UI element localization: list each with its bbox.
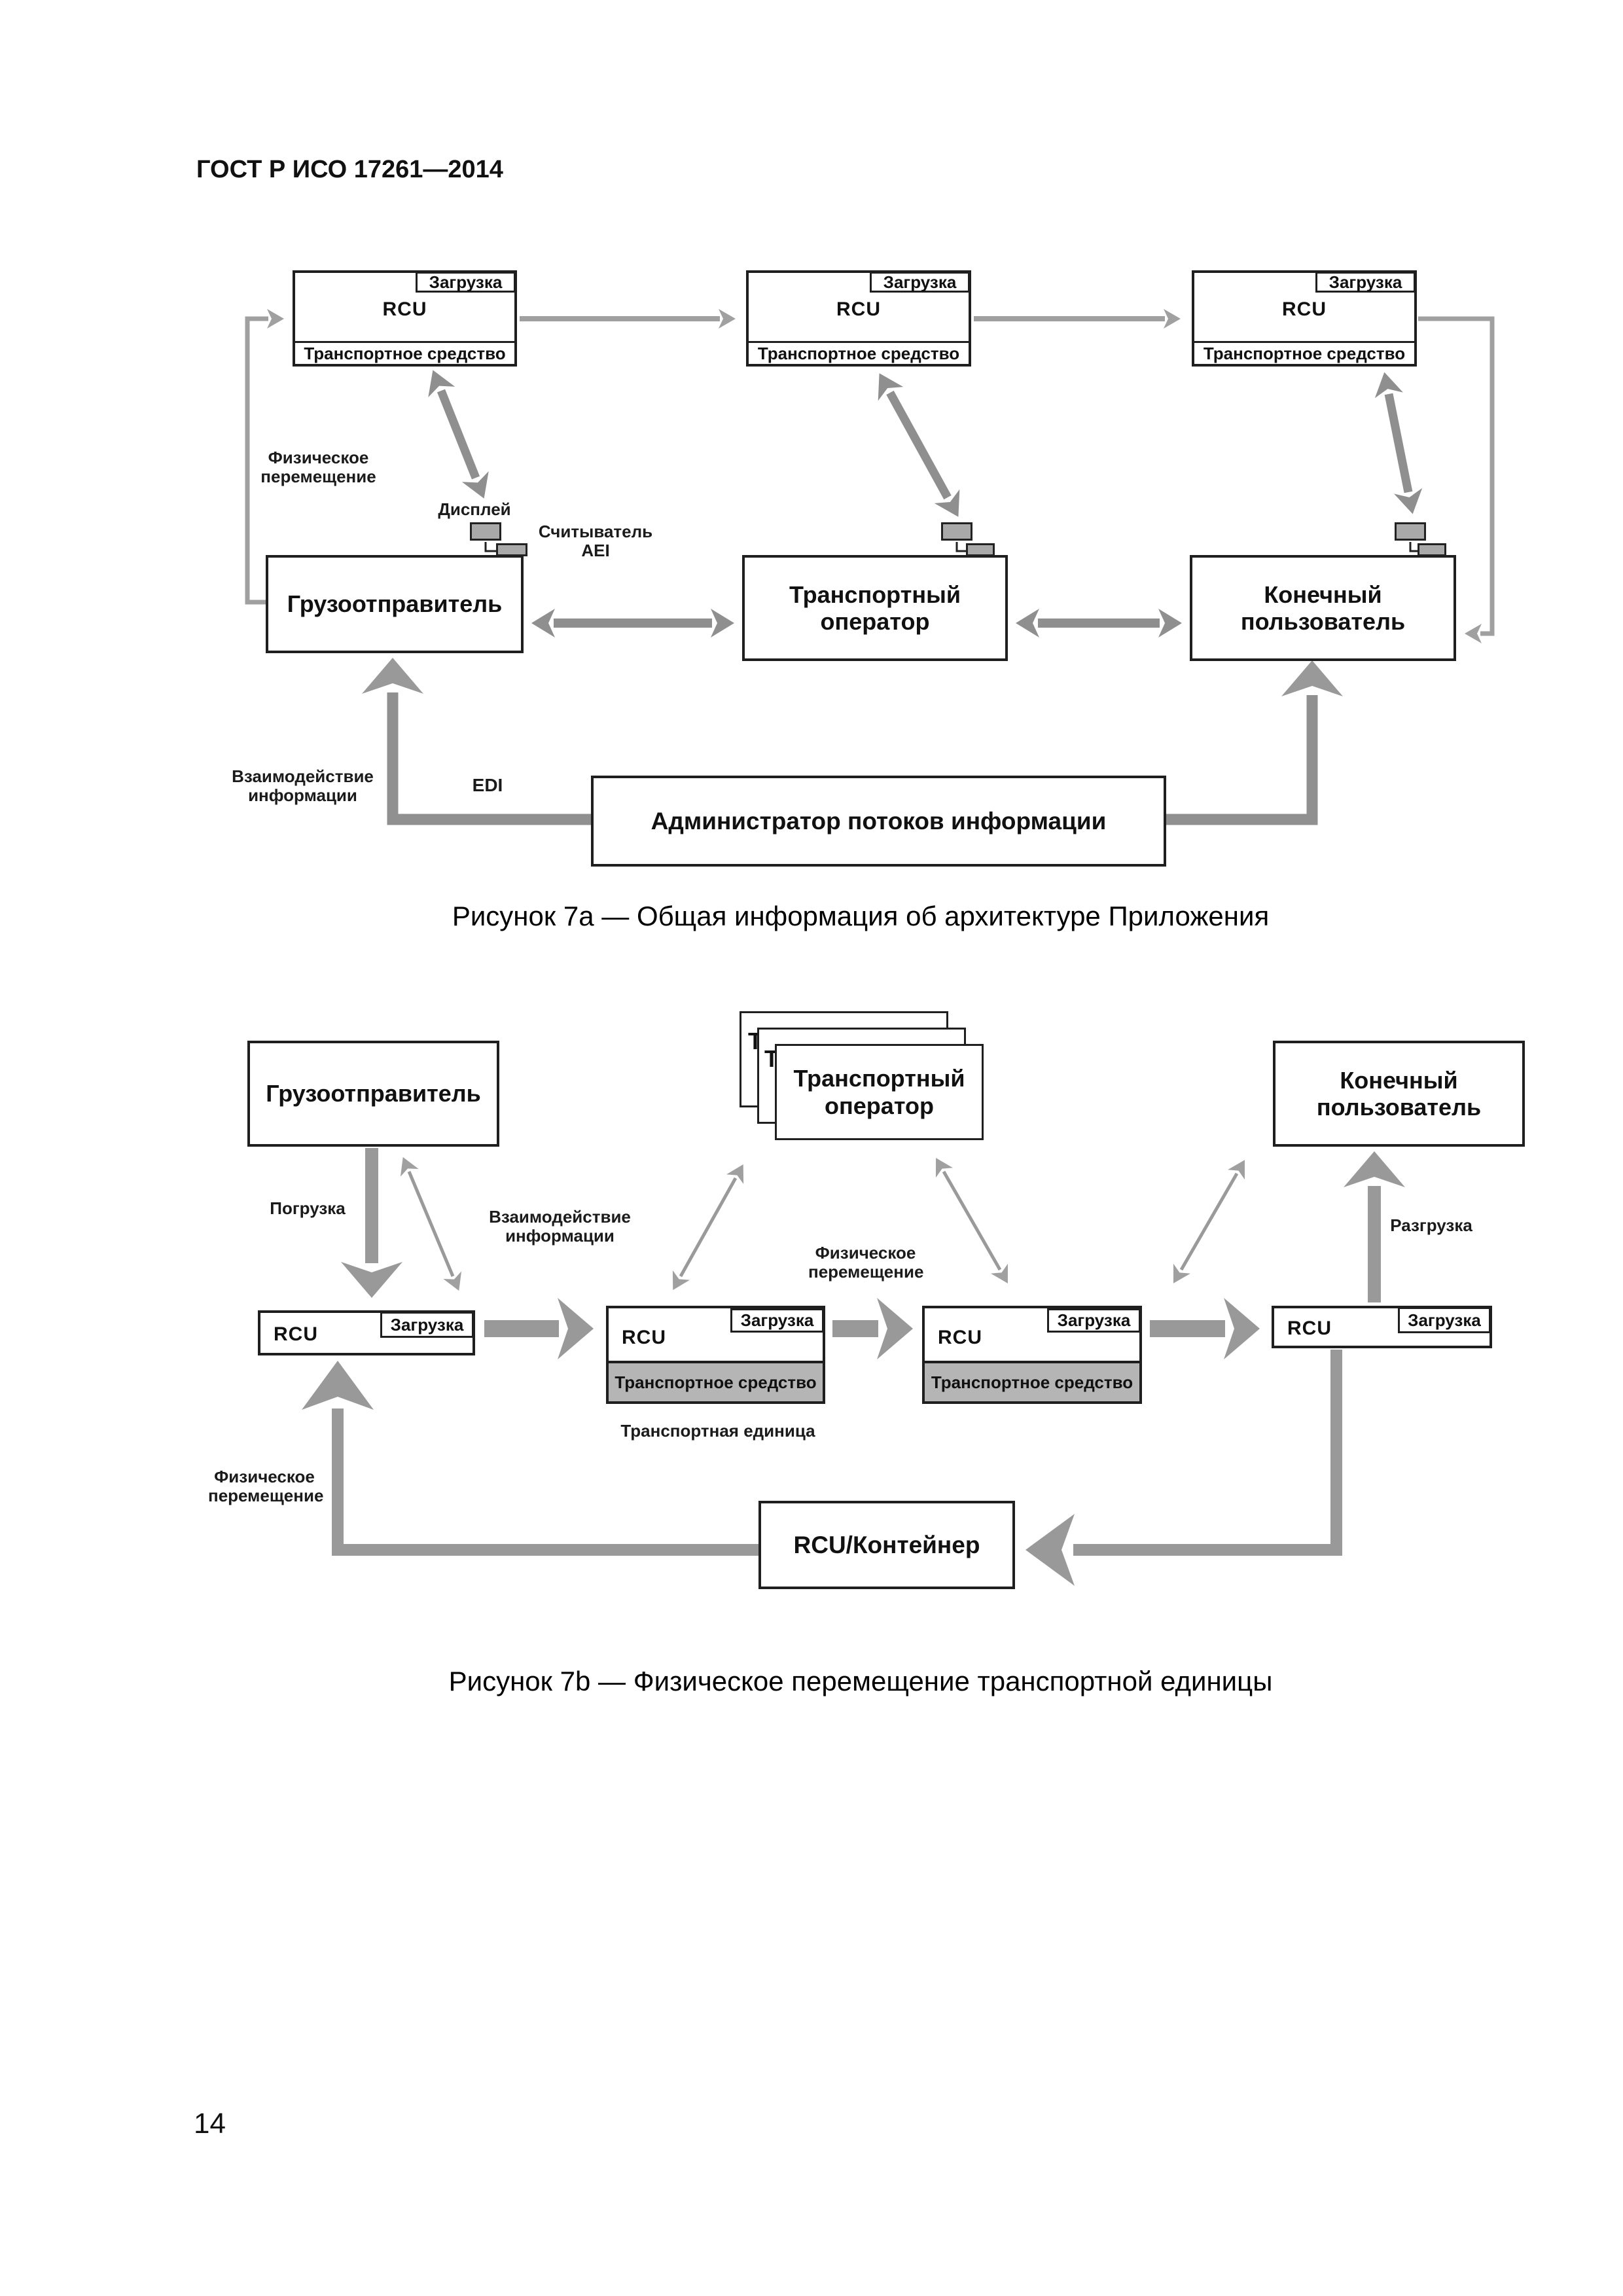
rcu-title: RCU: [938, 1327, 982, 1348]
display-icon-1: [470, 522, 501, 541]
load-tag: Загрузка: [380, 1312, 474, 1338]
arrow-rcu2-display-link: [878, 373, 960, 517]
arrow-edi-to-shipper: [362, 658, 591, 825]
operator-box: Транспортный оператор: [742, 555, 1008, 661]
label-display: Дисплей: [438, 499, 511, 519]
arrow-rcu3-display-link: [1374, 372, 1423, 514]
rcu-vehicle-box-7b-2: RCU Загрузка Транспортное средство: [606, 1306, 825, 1404]
rcu-vehicle-box-3: Загрузка RCU Транспортное средство: [1192, 270, 1417, 367]
load-tag: Загрузка: [416, 272, 516, 293]
label-aei-reader: Считыватель AEI: [538, 522, 653, 561]
page-number: 14: [194, 2108, 226, 2140]
rcu-title: RCU: [622, 1327, 666, 1348]
rcu-title: RCU: [836, 298, 881, 320]
figure-7b-caption: Рисунок 7b — Физическое перемещение тран…: [448, 1666, 1273, 1696]
label-transport-unit: Транспортная единица: [620, 1421, 815, 1441]
arrow-rcu1-display-link: [428, 370, 489, 499]
shipper-box-7b: Грузоотправитель: [247, 1041, 499, 1147]
load-tag: Загрузка: [730, 1308, 824, 1333]
vehicle-strip: Транспортное средство: [1194, 341, 1414, 364]
arrow-info-operator-rcu3: [935, 1158, 1008, 1283]
label-physical-movement-left: Физическое перемещение: [208, 1467, 324, 1506]
label-information-interaction-7a: Взаимодействие информации: [232, 766, 374, 806]
page-header: ГОСТ Р ИСО 17261—2014: [196, 156, 503, 183]
label-information-interaction-7b: Взаимодействие информации: [489, 1207, 631, 1246]
label-physical-movement-7a: Физическое перемещение: [260, 448, 376, 487]
rcu-vehicle-box-7b-3: RCU Загрузка Транспортное средство: [922, 1306, 1142, 1404]
load-tag: Загрузка: [1315, 272, 1416, 293]
aei-reader-icon-2: [966, 543, 995, 556]
arrow-info-operator-rcu2: [672, 1164, 744, 1290]
shipper-box: Грузоотправитель: [266, 555, 524, 653]
vehicle-strip: Транспортное средство: [749, 341, 969, 364]
display-icon-3: [1395, 522, 1426, 541]
aei-reader-icon-3: [1418, 543, 1446, 556]
rcu-box-7b-1: RCU Загрузка: [258, 1310, 475, 1355]
enduser-box-7b: Конечный пользователь: [1273, 1041, 1525, 1147]
rcu-title: RCU: [274, 1323, 318, 1345]
operator-stack-page-front: Транспортный оператор: [775, 1044, 984, 1140]
vehicle-strip: Транспортное средство: [295, 341, 514, 364]
figure-7a-caption: Рисунок 7а — Общая информация об архитек…: [452, 901, 1270, 931]
admin-box: Администратор потоков информации: [591, 776, 1166, 867]
arrow-info-enduser-rcu: [1173, 1160, 1245, 1283]
vehicle-strip: Транспортное средство: [925, 1361, 1139, 1401]
load-tag: Загрузка: [1047, 1308, 1141, 1333]
arrow-info-shipper-rcu: [400, 1157, 462, 1291]
enduser-box: Конечный пользователь: [1190, 555, 1456, 661]
label-physical-movement-mid: Физическое перемещение: [808, 1243, 924, 1282]
arrow-edi-to-enduser: [1166, 660, 1343, 825]
load-tag: Загрузка: [870, 272, 970, 293]
container-box: RCU/Контейнер: [758, 1501, 1015, 1589]
rcu-box-7b-4: RCU Загрузка: [1272, 1306, 1492, 1348]
label-loading: Погрузка: [270, 1198, 346, 1218]
rcu-vehicle-box-1: Загрузка RCU Транспортное средство: [293, 270, 517, 367]
rcu-title: RCU: [1287, 1318, 1332, 1339]
rcu-vehicle-box-2: Загрузка RCU Транспортное средство: [746, 270, 971, 367]
label-unloading: Разгрузка: [1390, 1215, 1472, 1235]
display-icon-2: [941, 522, 972, 541]
rcu-title: RCU: [1282, 298, 1327, 320]
label-edi: EDI: [472, 775, 503, 795]
vehicle-strip: Транспортное средство: [609, 1361, 823, 1401]
aei-reader-icon-1: [496, 543, 527, 556]
load-tag: Загрузка: [1398, 1307, 1491, 1333]
rcu-title: RCU: [382, 298, 427, 320]
